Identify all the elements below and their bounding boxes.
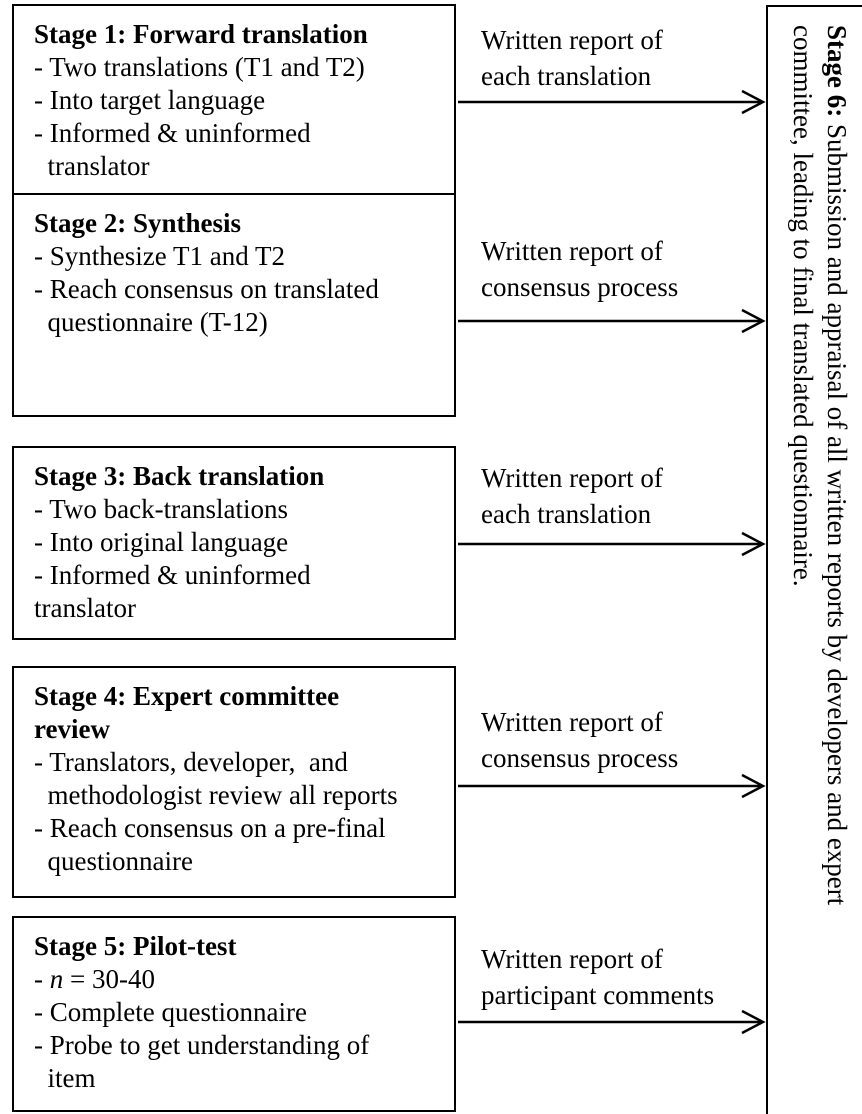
- stage-1-report-line-1: Written report of: [481, 25, 663, 55]
- stage-2-report: Written report of consensus process: [481, 233, 761, 305]
- stage-3-report: Written report of each translation: [481, 460, 761, 532]
- stage-3-line-4: translator: [34, 593, 136, 623]
- stage-2-report-line-1: Written report of: [481, 236, 663, 266]
- stage-5-line-1: - Complete questionnaire: [34, 997, 307, 1027]
- stage-5-box: Stage 5: Pilot-test - n = 30-40 - Comple…: [12, 916, 456, 1112]
- stage-2-line-1: - Synthesize T1 and T2: [34, 241, 285, 271]
- stage-4-line-1: - Translators, developer, and: [34, 747, 348, 777]
- stage-3-line-2: - Into original language: [34, 527, 289, 557]
- stage-1-line-1: - Two translations (T1 and T2): [34, 52, 365, 82]
- stage-4-arrow: [458, 773, 766, 799]
- stage-1-report-line-2: each translation: [481, 61, 652, 91]
- stage-3-report-line-2: each translation: [481, 499, 652, 529]
- stage-3-line-1: - Two back-translations: [34, 494, 289, 524]
- stage-4-line-3: - Reach consensus on a pre-final: [34, 813, 386, 843]
- stage-5-n-prefix: -: [34, 964, 50, 994]
- stage-2-line-3: questionnaire (T-12): [34, 307, 268, 337]
- stage-2-line-2: - Reach consensus on translated: [34, 274, 379, 304]
- stage-4-title: Stage 4: Expert committee: [34, 681, 340, 711]
- stage-5-report-line-1: Written report of: [481, 944, 663, 974]
- stage-4-report: Written report of consensus process: [481, 704, 761, 776]
- stage-2-arrow: [458, 308, 766, 334]
- stage-4-title-cont: review: [34, 714, 110, 744]
- stage-1-report: Written report of each translation: [481, 22, 761, 94]
- stage-3-line-3: - Informed & uninformed: [34, 560, 311, 590]
- stage-6-line-1: Stage 6: Submission and appraisal of all…: [820, 25, 854, 1105]
- stage-3-report-line-1: Written report of: [481, 463, 663, 493]
- stage-5-n-value: = 30-40: [63, 964, 155, 994]
- stage-5-n-variable: n: [49, 964, 64, 994]
- stage-1-box: Stage 1: Forward translation - Two trans…: [12, 4, 456, 202]
- stage-6-label: Stage 6:: [822, 25, 852, 118]
- stage-2-report-line-2: consensus process: [481, 272, 679, 302]
- stage-2-box: Stage 2: Synthesis - Synthesize T1 and T…: [12, 193, 456, 417]
- stage-1-arrow: [458, 89, 766, 115]
- stage-5-line-3: item: [34, 1063, 96, 1093]
- stage-1-line-2: - Into target language: [34, 85, 266, 115]
- stage-6-line-2: committee, leading to final translated q…: [788, 25, 818, 587]
- stage-1-line-4: translator: [34, 151, 150, 181]
- stage-3-arrow: [458, 531, 766, 557]
- stage-3-box: Stage 3: Back translation - Two back-tra…: [12, 446, 456, 640]
- stage-5-line-2: - Probe to get understanding of: [34, 1030, 370, 1060]
- stage-6-line-1-text: Submission and appraisal of all written …: [822, 117, 852, 906]
- stage-4-line-4: questionnaire: [34, 846, 193, 876]
- stage-1-title: Stage 1: Forward translation: [34, 19, 368, 49]
- stage-4-report-line-2: consensus process: [481, 743, 679, 773]
- stage-1-line-3: - Informed & uninformed: [34, 118, 311, 148]
- stage-5-report: Written report of participant comments: [481, 941, 761, 1013]
- stage-4-line-2: methodologist review all reports: [34, 780, 398, 810]
- stage-3-title: Stage 3: Back translation: [34, 461, 325, 491]
- stage-6-text: Stage 6: Submission and appraisal of all…: [786, 25, 854, 1105]
- stage-4-report-line-1: Written report of: [481, 707, 663, 737]
- stage-6-box: Stage 6: Submission and appraisal of all…: [766, 5, 862, 1114]
- stage-5-arrow: [458, 1009, 766, 1035]
- stage-5-sample-size: - n = 30-40: [34, 963, 444, 996]
- stage-4-box: Stage 4: Expert committee review - Trans…: [12, 666, 456, 898]
- stage-5-report-line-2: participant comments: [481, 980, 715, 1010]
- stage-5-title: Stage 5: Pilot-test: [34, 931, 237, 961]
- stage-2-title: Stage 2: Synthesis: [34, 208, 242, 238]
